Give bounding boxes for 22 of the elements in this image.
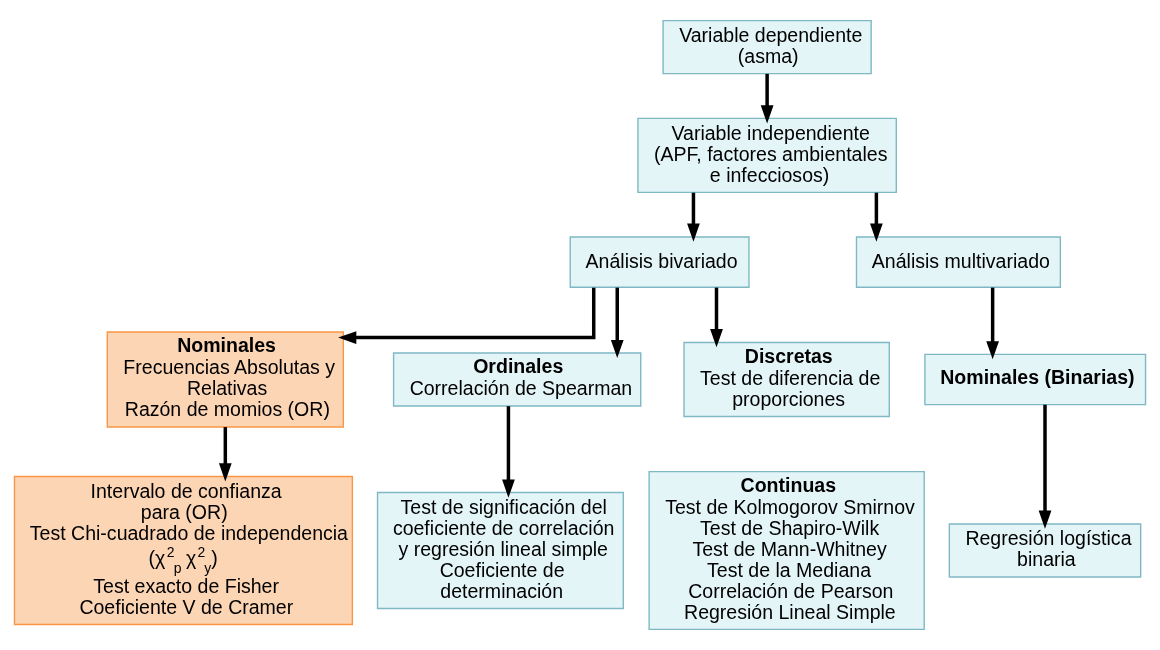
node-box: Continuas Test de Kolmogorov Smirnov Test de Shapiro-Wilk Test de Mann-Whitney Test de la Mediana Correlación de Pearson Regresión Lineal Simple	[648, 470, 925, 631]
arrow	[710, 287, 723, 348]
node-box: Variable dependiente (asma)	[662, 19, 872, 75]
arrow	[218, 427, 232, 482]
node-box: Intervalo de confianza para (OR) Test Chi-cuadrado de independencia (χ$^{2}$$_{p}$ χ$^{2}$$_{y}$) Test exacto de Fisher Coeficiente V de Cramer	[13, 475, 354, 626]
node-box: Análisis multivariado	[855, 236, 1062, 288]
arrow	[760, 73, 774, 124]
arrow	[502, 406, 515, 498]
node-box: Ordinales Correlación de Spearman	[392, 352, 642, 407]
node-box: Regresión logística binaria	[948, 523, 1142, 578]
node-box: Nominales Frecuencias Absolutas y Relativas Razón de momios (OR)	[106, 331, 344, 428]
node-box: Análisis bivariado	[569, 236, 750, 288]
node-box: Discretas Test de diferencia de proporciones	[683, 341, 890, 418]
node-box: Test de significación del coeficiente de correlación y regresión lineal simple Coeficiente de determinación	[376, 491, 624, 610]
node-box: Nominales (Binarias)	[924, 353, 1147, 406]
arrow	[687, 192, 700, 242]
arrow	[986, 287, 999, 360]
node-box: Variable independiente (APF, factores ambientales e infecciosos)	[637, 117, 897, 194]
arrow	[1038, 404, 1052, 529]
arrow	[870, 192, 883, 242]
arrow	[610, 287, 624, 359]
arrow	[338, 287, 596, 344]
